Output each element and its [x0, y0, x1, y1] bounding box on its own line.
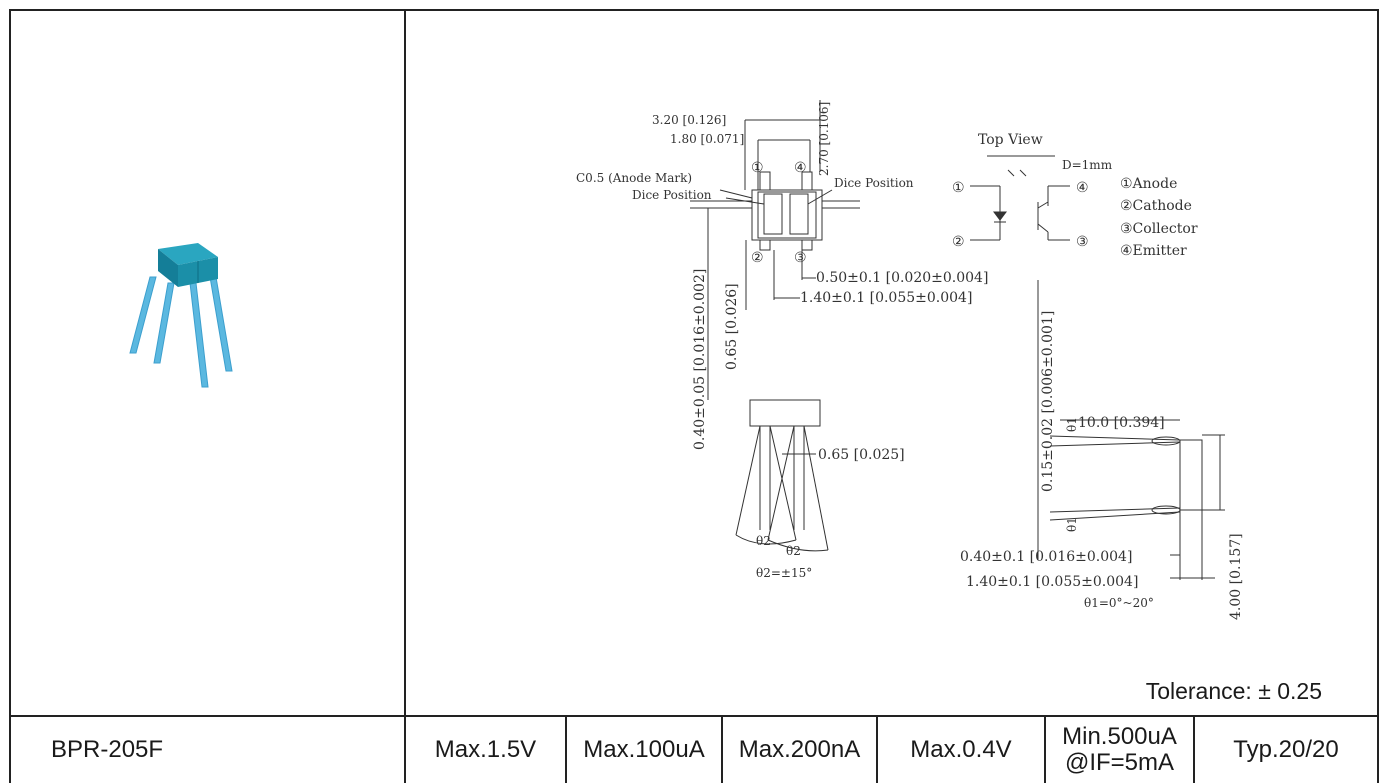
cell-divider-3 [876, 715, 878, 783]
dim-065b: 0.65 [0.025] [818, 447, 905, 463]
dim-040b: 0.40±0.1 [0.016±0.004] [960, 549, 1132, 565]
dim-050: 0.50±0.1 [0.020±0.004] [816, 270, 988, 286]
dim-theta1: θ1=0°~20° [1084, 596, 1154, 610]
dim-140b: 1.40±0.1 [0.055±0.004] [966, 574, 1138, 590]
dim-theta1-mark-b: θ1 [1065, 517, 1079, 532]
vf-cell: Max.1.5V [406, 717, 565, 783]
dim-theta2-mark-b: θ2 [786, 544, 801, 558]
dim-theta2-mark-a: θ2 [756, 534, 771, 548]
dim-320: 3.20 [0.126] [652, 113, 726, 127]
pin-collector-label: ③Collector [1120, 221, 1198, 237]
dim-270: 2.70 [0.106] [817, 102, 831, 176]
angle-cell: Typ.20/20 [1195, 717, 1377, 783]
pin-anode-label: ①Anode [1120, 176, 1177, 192]
tolerance-note: Tolerance: ± 0.25 [1145, 678, 1322, 704]
cell-divider-2 [721, 715, 723, 783]
vce-cell: Max.0.4V [878, 717, 1044, 783]
package-pin3: ③ [794, 250, 807, 266]
ic-value: Min.500uA [1062, 723, 1177, 750]
cell-divider-4 [1044, 715, 1046, 783]
component-body [158, 243, 218, 287]
divider-left [404, 9, 406, 783]
dim-100: 10.0 [0.394] [1078, 415, 1165, 431]
dim-dice-pos-left: Dice Position [632, 188, 712, 202]
iceo-cell: Max.200nA [723, 717, 876, 783]
schematic-pin3: ③ [1076, 234, 1089, 250]
schematic-pin4: ④ [1076, 180, 1089, 196]
ir-cell: Max.100uA [567, 717, 721, 783]
component-image [129, 243, 233, 388]
package-pin1: ① [751, 160, 764, 176]
angle-value: Typ.20/20 [1233, 736, 1339, 763]
ic-cell: Min.500uA @IF=5mA [1046, 717, 1193, 783]
package-pin4: ④ [794, 160, 807, 176]
dim-dice-pos-right: Dice Position [834, 176, 914, 190]
package-pin2: ② [751, 250, 764, 266]
dim-anode-mark: C0.5 (Anode Mark) [576, 171, 692, 185]
dim-180: 1.80 [0.071] [670, 132, 744, 146]
dim-d-label: D=1mm [1062, 158, 1113, 172]
vf-value: Max.1.5V [434, 736, 537, 763]
pin-emitter-label: ④Emitter [1120, 243, 1187, 259]
dim-theta2: θ2=±15° [756, 566, 812, 580]
dim-065a: 0.65 [0.026] [724, 283, 740, 370]
pin-cathode-label: ②Cathode [1120, 198, 1192, 214]
ic-condition: @IF=5mA [1064, 749, 1175, 776]
part-number-cell: BPR-205F [11, 717, 301, 783]
cell-divider-1 [565, 715, 567, 783]
dim-top-view: Top View [978, 132, 1043, 148]
datasheet-frame [9, 9, 1379, 783]
iceo-value: Max.200nA [738, 736, 861, 763]
schematic-pin1: ① [952, 180, 965, 196]
dim-400: 4.00 [0.157] [1228, 533, 1244, 620]
dim-015: 0.15±0.02 [0.006±0.001] [1040, 311, 1056, 492]
cell-divider-5 [1193, 715, 1195, 783]
dimension-drawing: Top View D=1mm ①Anode ②Cathode ③Collecto… [576, 100, 1244, 620]
ir-value: Max.100uA [583, 736, 705, 763]
dim-140a: 1.40±0.1 [0.055±0.004] [800, 290, 972, 306]
vce-value: Max.0.4V [910, 736, 1012, 763]
component-leads [129, 276, 233, 388]
dim-040: 0.40±0.05 [0.016±0.002] [692, 269, 708, 450]
schematic-pin2: ② [952, 234, 965, 250]
part-number: BPR-205F [51, 736, 164, 763]
dim-theta1-mark-a: θ1 [1065, 417, 1079, 432]
divider-row [9, 715, 1379, 717]
